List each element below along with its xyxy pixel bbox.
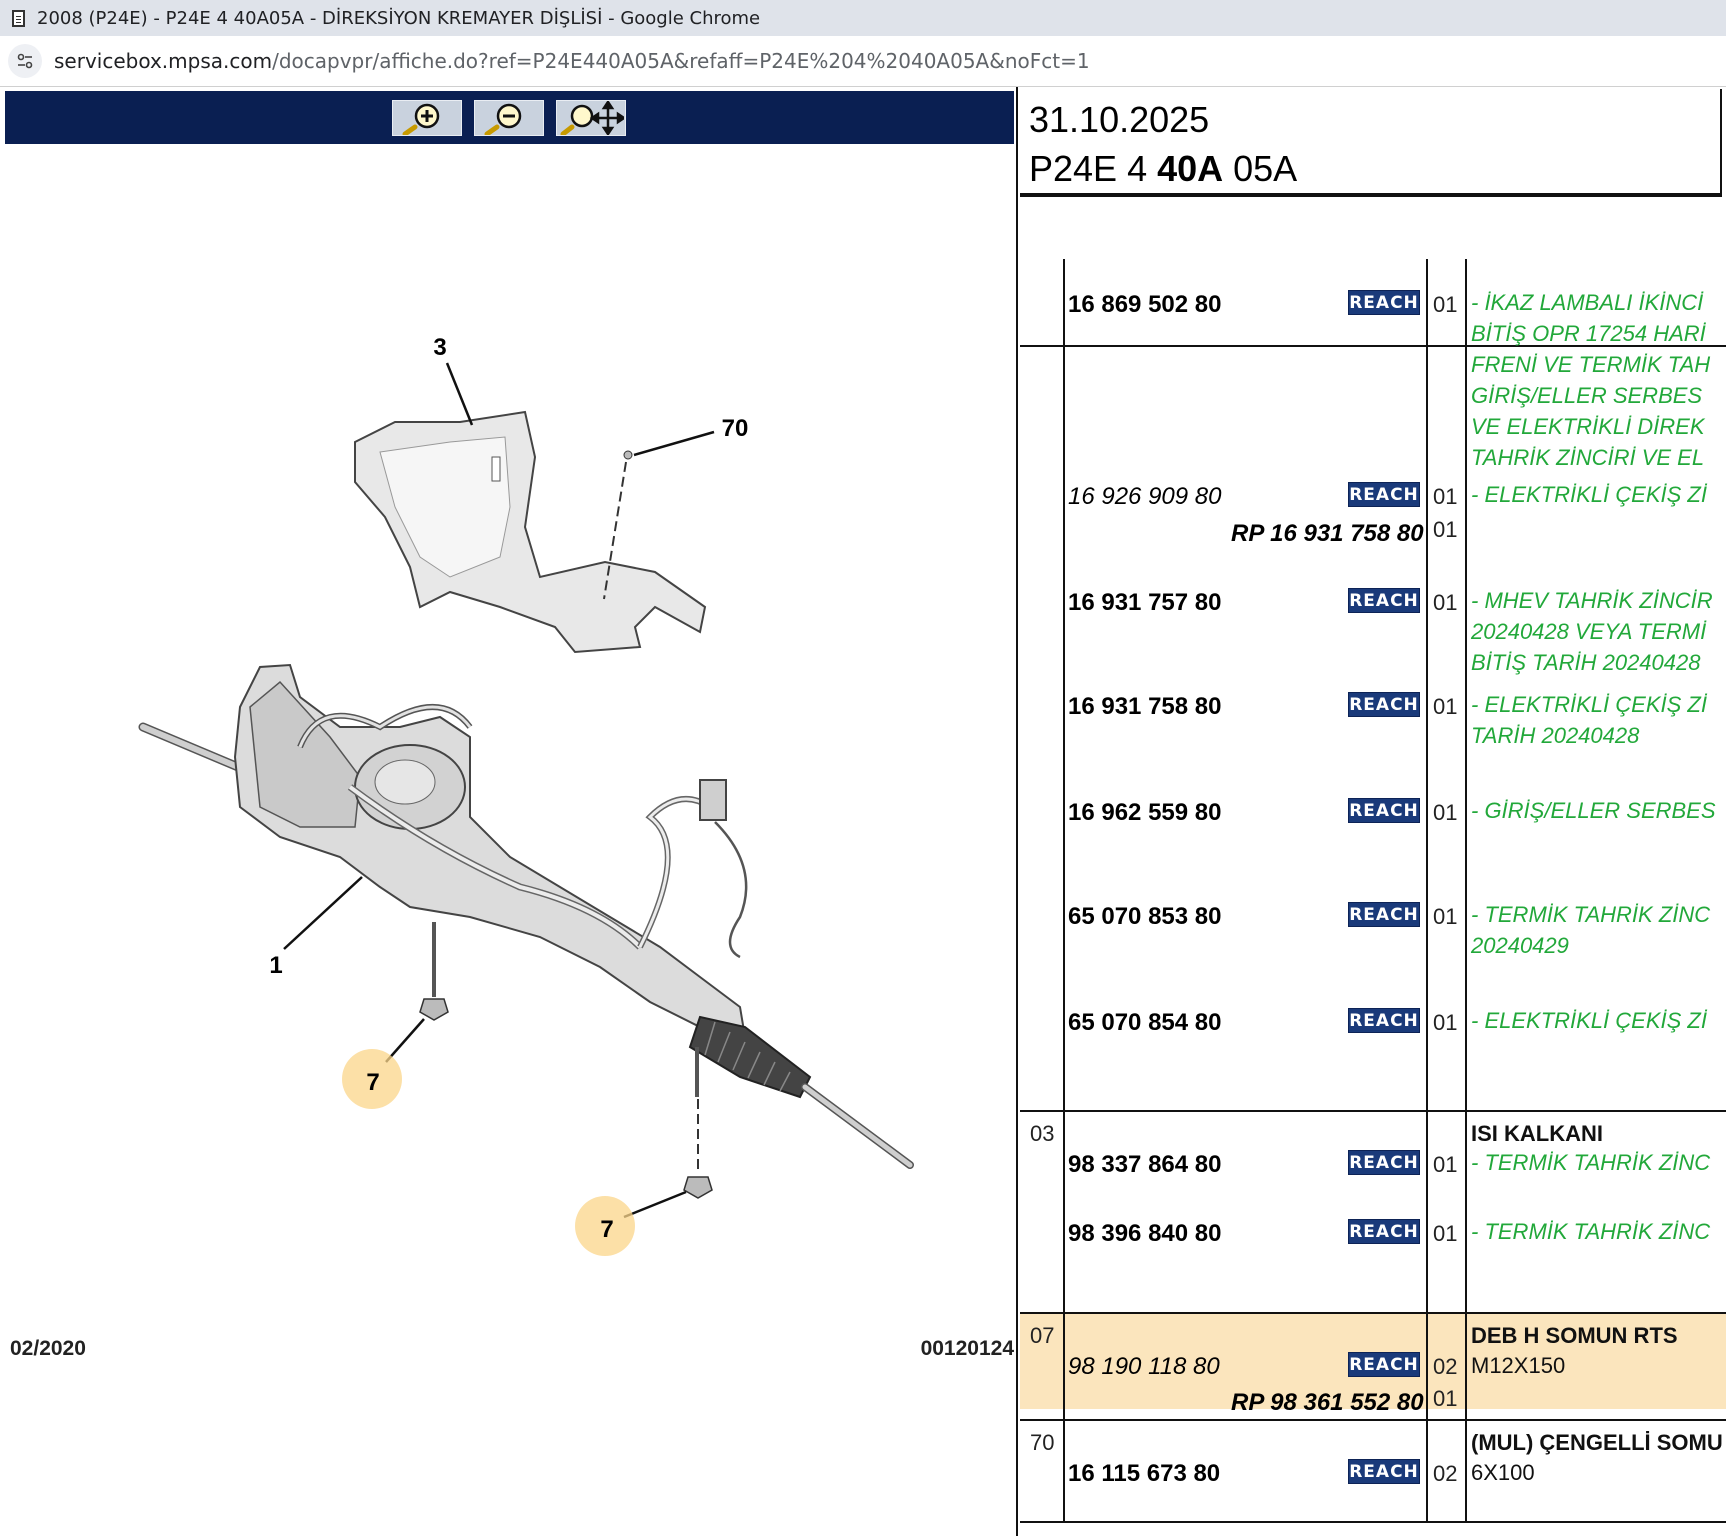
parts-subheader bbox=[1020, 197, 1726, 347]
reach-badge[interactable]: REACH bbox=[1348, 692, 1420, 717]
part-number[interactable]: 16 869 502 80 bbox=[1068, 291, 1222, 318]
part-description: - İKAZ LAMBALI İKİNCİ BİTİŞ OPR 17254 HA… bbox=[1471, 290, 1711, 470]
site-info-icon[interactable] bbox=[8, 44, 42, 78]
part-description: - ELEKTRİKLİ ÇEKİŞ Zİ bbox=[1471, 482, 1707, 507]
heat-shield-part bbox=[354, 410, 707, 654]
column-separator bbox=[1063, 259, 1065, 1521]
header-reference: P24E 4 40A 05A bbox=[1029, 148, 1298, 189]
highlight-7-lower bbox=[575, 1196, 635, 1256]
nut-7-lower-part bbox=[683, 1047, 713, 1199]
parts-header: 31.10.2025 P24E 4 40A 05A bbox=[1020, 89, 1722, 197]
zoom-pan-button[interactable] bbox=[556, 100, 626, 136]
part-quantity: 01 bbox=[1433, 800, 1458, 825]
item-number: 07 bbox=[1030, 1323, 1055, 1348]
part-quantity: 01 bbox=[1433, 484, 1458, 509]
part-number[interactable]: 16 926 909 80 bbox=[1068, 483, 1222, 510]
document-icon bbox=[12, 9, 25, 27]
parts-list-pane: 31.10.2025 P24E 4 40A 05A 16 869 502 80 … bbox=[1018, 87, 1726, 1536]
callout-7-lower[interactable]: 7 bbox=[600, 1216, 613, 1243]
part-quantity: 01 bbox=[1433, 904, 1458, 929]
zoom-pan-icon bbox=[560, 101, 624, 135]
part-description: - TERMİK TAHRİK ZİNC 20240429 bbox=[1471, 902, 1711, 958]
part-number[interactable]: 98 190 118 80 bbox=[1068, 1353, 1220, 1380]
part-description: - TERMİK TAHRİK ZİNC bbox=[1471, 1150, 1711, 1175]
row-separator bbox=[1020, 1521, 1726, 1523]
group-title: ISI KALKANI bbox=[1471, 1121, 1603, 1146]
part-description: - GİRİŞ/ELLER SERBES bbox=[1471, 798, 1716, 823]
steering-rack-diagram: 3 70 1 7 7 bbox=[138, 334, 914, 1256]
group-title: (MUL) ÇENGELLİ SOMU bbox=[1471, 1430, 1723, 1455]
reach-badge[interactable]: REACH bbox=[1348, 1150, 1420, 1175]
row-separator bbox=[1020, 1312, 1726, 1314]
reach-badge[interactable]: REACH bbox=[1348, 588, 1420, 613]
part-quantity: 02 bbox=[1433, 1461, 1458, 1486]
zoom-in-button[interactable] bbox=[392, 100, 462, 136]
group-subtitle: M12X150 bbox=[1471, 1353, 1566, 1378]
row-separator bbox=[1020, 1419, 1726, 1421]
column-separator bbox=[1465, 259, 1467, 1521]
part-quantity: 01 bbox=[1433, 1152, 1458, 1177]
url-path[interactable]: /docapvpr/affiche.do?ref=P24E440A05A&ref… bbox=[272, 49, 1090, 73]
part-number[interactable]: 16 931 757 80 bbox=[1068, 589, 1222, 616]
drawing-date: 02/2020 bbox=[10, 1337, 86, 1360]
zoom-in-icon bbox=[402, 103, 440, 135]
part-description: - ELEKTRİKLİ ÇEKİŞ Zİ bbox=[1471, 1008, 1707, 1033]
part-number[interactable]: 65 070 854 80 bbox=[1068, 1009, 1222, 1036]
callout-3[interactable]: 3 bbox=[433, 334, 446, 361]
steering-rack-part bbox=[138, 663, 914, 1169]
replacement-quantity: 01 bbox=[1433, 1386, 1458, 1411]
callout-1[interactable]: 1 bbox=[269, 952, 282, 979]
reach-badge[interactable]: REACH bbox=[1348, 1008, 1420, 1033]
part-description: - MHEV TAHRİK ZİNCİR 20240428 VEYA TERMİ… bbox=[1471, 588, 1713, 675]
highlight-7-upper bbox=[342, 1049, 402, 1109]
column-separator bbox=[1426, 259, 1428, 1521]
window-titlebar: 2008 (P24E) - P24E 4 40A05A - DİREKSİYON… bbox=[0, 0, 1726, 36]
part-quantity: 01 bbox=[1433, 292, 1458, 317]
url-host[interactable]: servicebox.mpsa.com bbox=[54, 49, 273, 73]
callout-70[interactable]: 70 bbox=[722, 415, 749, 442]
part-quantity: 01 bbox=[1433, 1221, 1458, 1246]
reach-badge[interactable]: REACH bbox=[1348, 1352, 1420, 1377]
part-quantity: 01 bbox=[1433, 590, 1458, 615]
zoom-out-icon bbox=[484, 103, 522, 135]
part-description: - ELEKTRİKLİ ÇEKİŞ Zİ TARİH 20240428 bbox=[1471, 692, 1707, 748]
drawing-pane: 3 70 1 7 7 02/2020 00120124 bbox=[0, 87, 1016, 1536]
reach-badge[interactable]: REACH bbox=[1348, 1219, 1420, 1244]
address-bar[interactable]: servicebox.mpsa.com/docapvpr/affiche.do?… bbox=[0, 36, 1726, 87]
part-number[interactable]: 98 396 840 80 bbox=[1068, 1220, 1222, 1247]
nut-7-upper-part bbox=[419, 922, 449, 1021]
part-quantity: 01 bbox=[1433, 694, 1458, 719]
zoom-out-button[interactable] bbox=[474, 100, 544, 136]
window-title: 2008 (P24E) - P24E 4 40A05A - DİREKSİYON… bbox=[37, 7, 761, 29]
replacement-quantity: 01 bbox=[1433, 517, 1458, 542]
item-number: 03 bbox=[1030, 1121, 1055, 1146]
group-subtitle: 6X100 bbox=[1471, 1460, 1535, 1485]
part-quantity: 01 bbox=[1433, 1010, 1458, 1035]
part-quantity: 02 bbox=[1433, 1354, 1458, 1379]
item-number: 70 bbox=[1030, 1430, 1055, 1455]
part-number[interactable]: 98 337 864 80 bbox=[1068, 1151, 1222, 1178]
part-number[interactable]: 16 931 758 80 bbox=[1068, 693, 1222, 720]
part-description: - TERMİK TAHRİK ZİNC bbox=[1471, 1219, 1711, 1244]
zoom-toolbar bbox=[5, 91, 1014, 144]
reach-badge[interactable]: REACH bbox=[1348, 290, 1420, 315]
reach-badge[interactable]: REACH bbox=[1348, 798, 1420, 823]
replacement-part-number[interactable]: RP 98 361 552 80 bbox=[1231, 1389, 1424, 1416]
drawing-ref: 00120124 bbox=[920, 1337, 1014, 1360]
callout-7-upper[interactable]: 7 bbox=[366, 1069, 379, 1096]
part-number[interactable]: 16 962 559 80 bbox=[1068, 799, 1222, 826]
part-number[interactable]: 16 115 673 80 bbox=[1068, 1460, 1221, 1487]
row-separator bbox=[1020, 1110, 1726, 1112]
replacement-part-number[interactable]: RP 16 931 758 80 bbox=[1231, 520, 1424, 547]
reach-badge[interactable]: REACH bbox=[1348, 482, 1420, 507]
reach-badge[interactable]: REACH bbox=[1348, 902, 1420, 927]
group-title: DEB H SOMUN RTS bbox=[1471, 1323, 1678, 1348]
header-date: 31.10.2025 bbox=[1029, 99, 1210, 140]
part-number[interactable]: 65 070 853 80 bbox=[1068, 903, 1222, 930]
reach-badge[interactable]: REACH bbox=[1348, 1459, 1420, 1484]
bolt-70-part bbox=[623, 450, 633, 460]
